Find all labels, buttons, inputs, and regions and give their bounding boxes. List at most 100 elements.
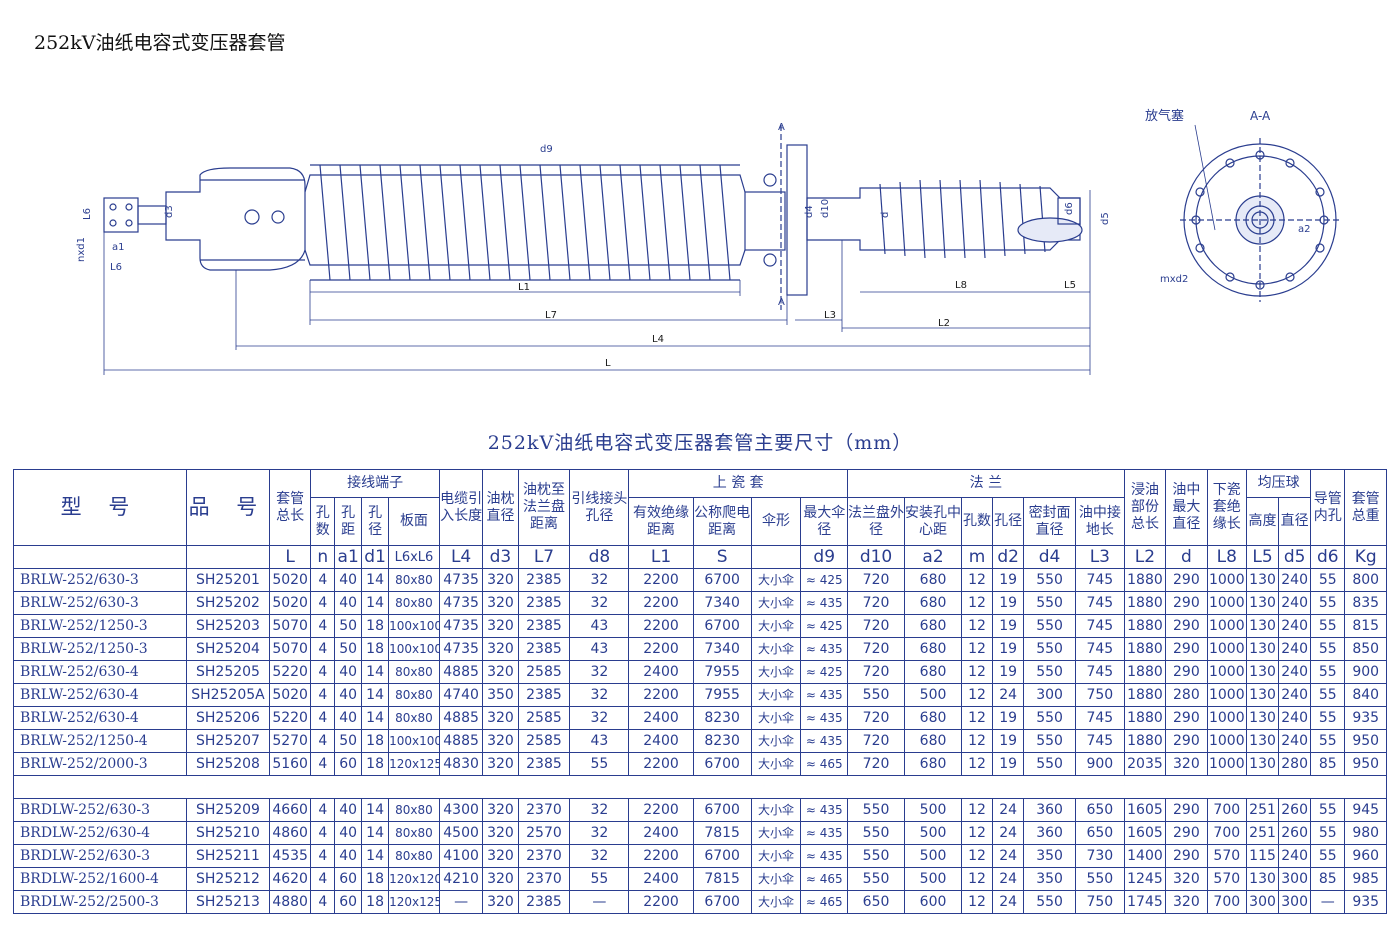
table-cell: 2200 [628,568,694,592]
table-cell: 550 [847,867,906,891]
table-cell: 4885 [438,706,484,730]
table-cell: 50 [334,614,363,638]
table-cell: 50 [334,729,363,753]
table-cell: 80x80 [388,660,440,684]
table-cell: 1880 [1123,660,1167,684]
model-cell: BRDLW-252/630-3 [12,844,188,868]
table-cell: 550 [1023,637,1076,661]
table-cell: 945 [1344,798,1387,822]
table-cell: 950 [1344,752,1387,776]
table-cell: 24 [992,798,1025,822]
table-cell: 80x80 [388,844,440,868]
table-cell: 320 [482,890,519,914]
table-cell: 240 [1278,637,1312,661]
table-cell: 40 [334,706,363,730]
table-cell: 550 [847,798,906,822]
table-cell: 19 [992,568,1025,592]
table-cell: 大小伞 [750,568,802,592]
sub-shed: 伞形 [750,497,802,546]
table-cell: ≈ 435 [800,683,849,707]
table-cell: 5070 [268,637,312,661]
table-cell: 1000 [1206,706,1247,730]
table-cell: 720 [847,614,906,638]
header-immersion: 浸油部份总长 [1123,469,1167,546]
table-cell: 24 [992,821,1025,845]
label-A-bottom: A [778,297,785,308]
table-cell: 2385 [517,752,571,776]
table-cell: 50 [334,637,363,661]
table-cell: 130 [1245,568,1280,592]
table-cell: 720 [847,637,906,661]
table-cell: 320 [482,798,519,822]
table-cell: 55 [1310,798,1346,822]
table-cell: 24 [992,890,1025,914]
table-cell: 43 [569,614,630,638]
header-shield: 均压球 [1245,469,1312,498]
table-cell: 570 [1206,867,1247,891]
table-cell: 80x80 [388,821,440,845]
table-cell: 5020 [268,568,312,592]
header-tube-bore: 导管内孔 [1310,469,1346,546]
table-cell: 550 [1023,706,1076,730]
table-cell: 大小伞 [750,752,802,776]
table-cell: 4 [310,706,336,730]
table-cell: SH25205A [186,683,270,707]
table-cell: 290 [1165,591,1208,615]
table-cell: 680 [904,591,963,615]
table-cell: 100x100 [388,729,440,753]
sub-hole-dist: 孔距 [334,497,363,546]
table-cell: 320 [482,568,519,592]
table-cell: 745 [1074,729,1125,753]
table-cell: 2385 [517,568,571,592]
table-cell: 80x80 [388,683,440,707]
table-cell: 260 [1278,821,1312,845]
sym: d4 [1023,545,1076,569]
sym: n [310,545,336,569]
table-cell: SH25210 [186,821,270,845]
header-pillow-dia: 油枕直径 [482,469,519,546]
model-cell: BRLW-252/1250-4 [12,729,188,753]
table-cell: 5220 [268,660,312,684]
table-cell: 550 [847,844,906,868]
table-cell: 2585 [517,660,571,684]
sub-flange-od: 法兰盘外径 [847,497,906,546]
upper-porcelain-sheds [319,164,731,281]
label-a1: a1 [112,242,125,253]
sub-mount-pcd: 安装孔中心距 [904,497,963,546]
table-cell: 12 [961,706,994,730]
table-cell: 2200 [628,591,694,615]
table-cell: 4500 [438,821,484,845]
table-cell: 2035 [1123,752,1167,776]
table-cell: 4535 [268,844,312,868]
table-cell: 19 [992,729,1025,753]
table-cell: 40 [334,821,363,845]
label-L7: L7 [545,310,557,321]
table-cell: 815 [1344,614,1387,638]
sym: L1 [628,545,694,569]
sub-sh-dia: 直径 [1278,497,1312,546]
table-cell: 130 [1245,660,1280,684]
table-cell: 550 [1023,614,1076,638]
table-cell: 大小伞 [750,683,802,707]
table-cell: 2585 [517,706,571,730]
table-cell: 19 [992,591,1025,615]
table-cell: 12 [961,614,994,638]
table-cell: 大小伞 [750,867,802,891]
table-cell: 4735 [438,568,484,592]
table-cell: 32 [569,821,630,845]
table-cell: 7955 [692,683,752,707]
model-cell: BRLW-252/630-4 [12,706,188,730]
table-cell: 500 [904,798,963,822]
label-d3: d3 [164,205,175,218]
label-L4: L4 [652,334,664,345]
table-cell: ≈ 425 [800,660,849,684]
header-model: 型 号 [12,469,188,546]
table-cell: 12 [961,660,994,684]
table-cell: 6700 [692,844,752,868]
label-d10: d10 [820,199,831,218]
table-cell: 12 [961,591,994,615]
terminal-plate [103,197,139,233]
table-cell: 290 [1165,637,1208,661]
